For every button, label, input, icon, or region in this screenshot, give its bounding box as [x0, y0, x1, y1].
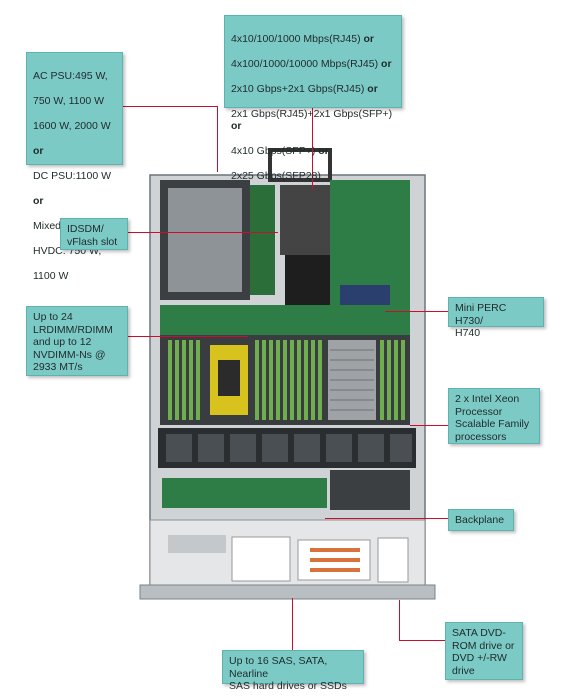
network-option-4: 2x1 Gbps(RJ45)+2x1 Gbps(SFP+) or [231, 107, 393, 133]
network-option-6: 2x25 Gbps(SFP28) [231, 170, 321, 182]
leader-line-drives [292, 598, 293, 650]
leader-line-psu-h [123, 106, 218, 107]
callout-drives: Up to 16 SAS, SATA, Nearline SAS hard dr… [222, 650, 364, 692]
leader-line-backplane [325, 518, 448, 519]
leader-line-psu-v [217, 106, 218, 172]
callout-network: 4x10/100/1000 Mbps(RJ45) or 4x100/1000/1… [224, 15, 402, 182]
leader-line-perc [385, 311, 448, 312]
psu-or-1: or [33, 144, 44, 157]
leader-line-idsdm [128, 232, 278, 233]
leader-line-optical-v [399, 600, 400, 640]
psu-ac-line-2: 750 W, 1100 W [33, 94, 105, 107]
callout-psu: AC PSU:495 W, 750 W, 1100 W 1600 W, 2000… [26, 52, 123, 282]
leader-line-network [312, 108, 313, 190]
callout-perc: Mini PERC H730/ H740 [448, 297, 544, 339]
psu-dc: DC PSU:1100 W [33, 169, 111, 182]
leader-line-processor [410, 425, 448, 426]
psu-ac-line-3: 1600 W, 2000 W [33, 119, 111, 132]
callout-memory: Up to 24 LRDIMM/RDIMM and up to 12 NVDIM… [26, 306, 128, 376]
psu-ac-line-1: AC PSU:495 W, [33, 69, 108, 82]
network-option-1: 4x10/100/1000 Mbps(RJ45) or [231, 32, 375, 45]
leader-line-memory [128, 336, 248, 337]
psu-or-2: or [33, 194, 44, 207]
callout-optical: SATA DVD- ROM drive or DVD +/-RW drive [445, 622, 523, 680]
leader-line-optical-h [399, 640, 445, 641]
callout-backplane: Backplane [448, 509, 514, 531]
psu-mixed-line-3: 1100 W [33, 269, 69, 282]
network-option-5: 4x10 Gbps(SFP+) or [231, 145, 329, 157]
callout-processor: 2 x Intel Xeon Processor Scalable Family… [448, 388, 540, 444]
network-option-2: 4x100/1000/10000 Mbps(RJ45) or [231, 57, 392, 70]
network-option-3: 2x10 Gbps+2x1 Gbps(RJ45) or [231, 82, 378, 95]
callout-idsdm: IDSDM/ vFlash slot [60, 218, 128, 250]
